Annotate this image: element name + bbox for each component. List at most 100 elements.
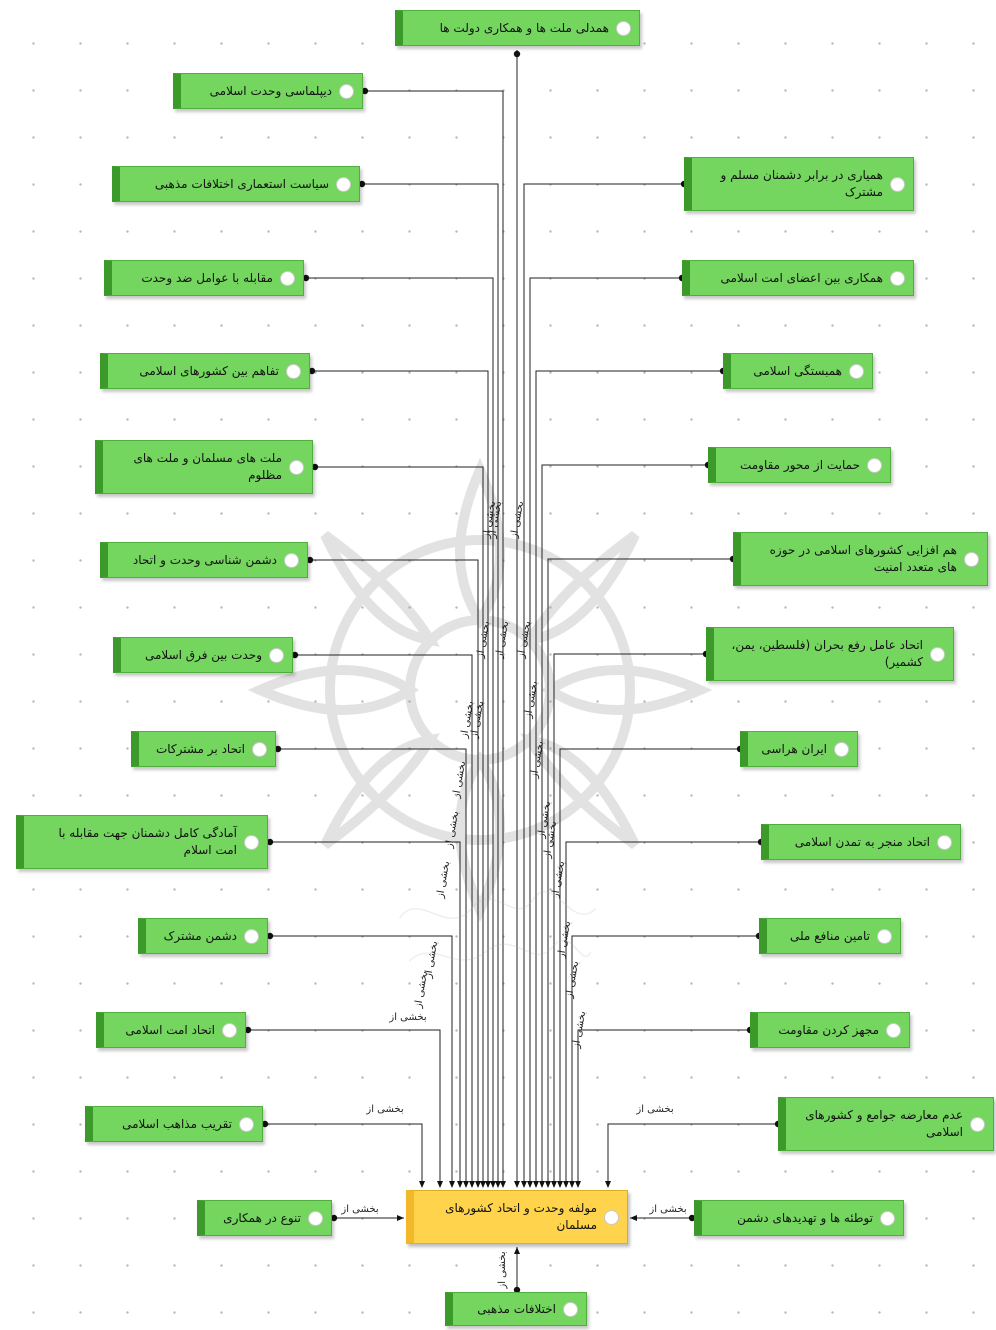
node-l4[interactable]: تفاهم بین کشورهای اسلامی	[100, 353, 310, 389]
node-r1[interactable]: همیاری در برابر دشمنان مسلم و مشترک	[684, 157, 914, 211]
arrowhead	[475, 1181, 481, 1188]
node-r7[interactable]: ایران هراسی	[740, 731, 858, 767]
arrowhead	[500, 1181, 506, 1188]
connector-line	[270, 841, 461, 1186]
node-label: اتحاد امت اسلامی	[125, 1022, 215, 1037]
arrowhead	[480, 1181, 486, 1188]
node-r6[interactable]: اتحاد عامل رفع بحران (فلسطین، یمن، کشمیر…	[706, 627, 954, 681]
node-label: دشمن شناسی وحدت و اتحاد	[132, 552, 277, 567]
node-label: دیپلماسی وحدت اسلامی	[209, 83, 332, 98]
node-label: همکاری بین اعضای امت اسلامی	[720, 270, 883, 285]
node-r10[interactable]: مجهز کردن مقاومت	[750, 1012, 910, 1048]
connector-line	[547, 558, 733, 1186]
node-label: تفاهم بین کشورهای اسلامی	[139, 363, 279, 378]
connector-line	[312, 370, 489, 1186]
node-r3[interactable]: همبستگی اسلامی	[723, 353, 873, 389]
arrowhead	[437, 1181, 443, 1188]
node-r11[interactable]: عدم معارضه جوامع و کشورهای اسلامی	[778, 1097, 994, 1151]
node-bullet-icon	[886, 1023, 901, 1038]
connector-line	[295, 654, 473, 1186]
node-label: توطئه ها و تهدیدهای دشمن	[737, 1210, 873, 1225]
edge-label: بخشی از	[497, 1251, 508, 1289]
edge-label: بخشی از	[435, 860, 452, 900]
node-label: اتحاد منجر به تمدن اسلامی	[794, 834, 930, 849]
connector-line	[541, 464, 708, 1186]
arrowhead	[449, 1181, 455, 1188]
node-bullet-icon	[289, 460, 304, 475]
arrowhead	[605, 1181, 611, 1188]
node-label: هم افزایی کشورهای اسلامی در حوزه های متع…	[769, 543, 957, 574]
node-l5[interactable]: ملت های مسلمان و ملت های مظلوم	[95, 440, 313, 494]
watermark-emblem	[247, 457, 713, 923]
connector-line	[523, 183, 684, 1186]
node-label: تقریب مذاهب اسلامی	[122, 1116, 232, 1131]
node-bullet-icon	[269, 648, 284, 663]
central-node-label: مولفه وحدت و اتحاد کشورهای مسلمان	[445, 1201, 597, 1232]
node-l3[interactable]: مقابله با عوامل ضد وحدت	[104, 260, 304, 296]
node-l1[interactable]: دیپلماسی وحدت اسلامی	[173, 73, 363, 109]
connector-endpoint	[261, 1120, 269, 1128]
node-side-right[interactable]: توطئه ها و تهدیدهای دشمن	[694, 1200, 904, 1236]
arrowhead	[514, 1247, 520, 1254]
arrowhead	[630, 1215, 637, 1221]
edge-label: بخشی از	[523, 680, 540, 720]
arrowhead	[545, 1181, 551, 1188]
arrowhead	[514, 1181, 520, 1188]
node-bullet-icon	[244, 835, 259, 850]
connector-line	[270, 935, 453, 1186]
node-bullet-icon	[604, 1210, 619, 1225]
node-l2[interactable]: سیاست استعماری اختلافات مذهبی	[112, 166, 360, 202]
node-side-left[interactable]: تنوع در همکاری	[197, 1200, 332, 1236]
node-top[interactable]: همدلی ملت ها و همکاری دولت ها	[395, 10, 640, 46]
arrowhead	[527, 1181, 533, 1188]
arrowhead	[575, 1181, 581, 1188]
arrowhead	[490, 1181, 496, 1188]
node-l6[interactable]: دشمن شناسی وحدت و اتحاد	[100, 542, 308, 578]
arrowhead	[533, 1181, 539, 1188]
connector-endpoint	[291, 651, 299, 659]
node-label: همبستگی اسلامی	[753, 363, 842, 378]
connector-endpoint	[330, 1214, 338, 1222]
arrowhead	[569, 1181, 575, 1188]
edge-label: بخشی از	[475, 620, 492, 660]
edge-label: بخشی از	[648, 1204, 686, 1215]
node-bullet-icon	[890, 271, 905, 286]
node-l10[interactable]: دشمن مشترک	[138, 918, 268, 954]
node-bottom[interactable]: اختلافات مذهبی	[445, 1292, 587, 1326]
node-label: حمایت از محور مقاومت	[739, 457, 860, 472]
node-label: ایران هراسی	[761, 741, 827, 756]
connector-line	[565, 841, 761, 1186]
connector-line	[571, 935, 759, 1186]
node-label: اتحاد بر مشترکات	[155, 741, 245, 756]
node-l9[interactable]: آمادگی کامل دشمنان جهت مقابله با امت اسل…	[16, 815, 268, 869]
arrowhead	[521, 1181, 527, 1188]
edge-label: بخشی از	[413, 970, 430, 1010]
connector-endpoint	[358, 180, 366, 188]
connector-endpoint	[266, 838, 274, 846]
connector-endpoint	[513, 1286, 521, 1294]
arrowhead	[457, 1181, 463, 1188]
node-bullet-icon	[880, 1211, 895, 1226]
connector-endpoint	[244, 1026, 252, 1034]
connector-line	[248, 1029, 441, 1186]
node-l11[interactable]: اتحاد امت اسلامی	[96, 1012, 246, 1048]
arrowhead	[485, 1181, 491, 1188]
node-r2[interactable]: همکاری بین اعضای امت اسلامی	[682, 260, 914, 296]
node-label: همیاری در برابر دشمنان مسلم و مشترک	[720, 168, 883, 199]
node-label: مقابله با عوامل ضد وحدت	[141, 270, 273, 285]
central-node[interactable]: مولفه وحدت و اتحاد کشورهای مسلمان	[406, 1190, 628, 1244]
node-r9[interactable]: تامین منافع ملی	[759, 918, 901, 954]
edge-label: بخشی از	[550, 860, 567, 900]
edge-label: بخشی از	[635, 1104, 673, 1115]
connector-endpoint	[306, 556, 314, 564]
node-l7[interactable]: وحدت بین فرق اسلامی	[113, 637, 293, 673]
node-r4[interactable]: حمایت از محور مقاومت	[708, 447, 891, 483]
connector-endpoint	[308, 367, 316, 375]
node-bullet-icon	[339, 84, 354, 99]
node-r8[interactable]: اتحاد منجر به تمدن اسلامی	[761, 824, 961, 860]
node-r5[interactable]: هم افزایی کشورهای اسلامی در حوزه های متع…	[733, 532, 988, 586]
node-bullet-icon	[834, 742, 849, 757]
node-l12[interactable]: تقریب مذاهب اسلامی	[85, 1106, 263, 1142]
node-l8[interactable]: اتحاد بر مشترکات	[131, 731, 276, 767]
node-bullet-icon	[867, 458, 882, 473]
